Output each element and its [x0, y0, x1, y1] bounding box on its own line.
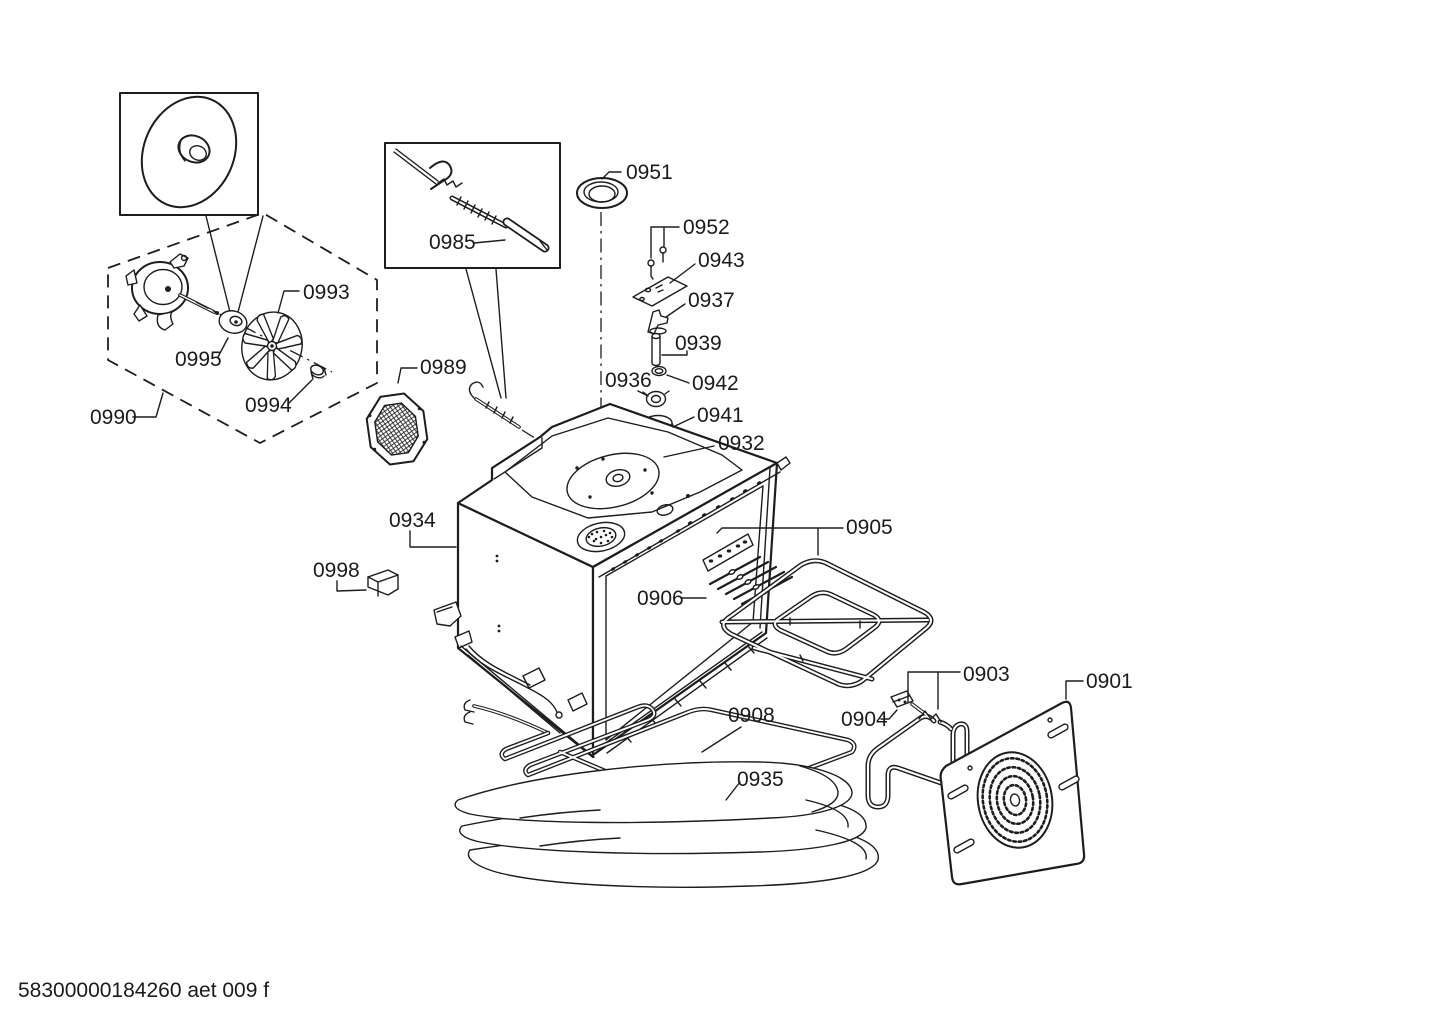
sensor-detail-inset [384, 142, 561, 399]
vent-slot [1058, 775, 1080, 791]
document-code: 58300000184260 aet 009 f [18, 979, 269, 1002]
part-label-0995: 0995 [175, 348, 222, 371]
part-label-0951: 0951 [626, 161, 673, 184]
part-label-0904: 0904 [841, 708, 888, 731]
fan-grille [976, 751, 1054, 849]
screws [647, 246, 667, 280]
part-label-0939: 0939 [675, 332, 722, 355]
part-label-0989: 0989 [420, 356, 467, 379]
clip-bracket [367, 569, 399, 597]
fan-motor [125, 253, 219, 331]
part-label-0908: 0908 [728, 704, 775, 727]
part-label-0936: 0936 [605, 369, 652, 392]
terminal-connector [890, 690, 914, 708]
fan-motor-group [107, 92, 378, 445]
part-label-0905: 0905 [846, 516, 893, 539]
part-label-0985: 0985 [429, 231, 476, 254]
group-boundary-0990 [107, 212, 378, 445]
ring-heating-element [868, 702, 986, 807]
vent-slot [953, 838, 975, 854]
part-label-0943: 0943 [698, 249, 745, 272]
steam-vent [576, 521, 626, 553]
mounting-plate [632, 276, 688, 307]
rear-panel [939, 700, 1086, 886]
part-label-0903: 0903 [963, 663, 1010, 686]
cavity-opening [591, 461, 779, 757]
leader-lines [132, 171, 1084, 801]
seal-ring [651, 365, 667, 377]
cap-mount-hole [656, 504, 674, 516]
clamp-piece [642, 390, 670, 408]
part-label-0998: 0998 [313, 559, 360, 582]
element-terminal-bracket [702, 533, 754, 572]
fastener-nut [310, 364, 327, 380]
insulation-mat [454, 761, 879, 888]
part-label-0952: 0952 [683, 216, 730, 239]
vent-slot [1047, 723, 1069, 739]
sensor-bracket [647, 309, 669, 335]
oven-cavity-body [433, 402, 794, 759]
part-label-0942: 0942 [692, 372, 739, 395]
opening-top-rail [598, 456, 791, 578]
part-label-0935: 0935 [737, 768, 784, 791]
part-label-0901: 0901 [1086, 670, 1133, 693]
fan-mount-plate [566, 452, 660, 510]
part-label-0994: 0994 [245, 394, 292, 417]
fan-cover [365, 392, 429, 466]
disc-detail-inset [119, 92, 264, 317]
spacer-tube [651, 332, 661, 367]
part-label-0906: 0906 [637, 587, 684, 610]
vent-slot [947, 784, 969, 800]
fan-wheel [240, 311, 303, 382]
grommet-ring [576, 177, 628, 209]
top-stamped-recess [504, 417, 743, 519]
part-label-0941: 0941 [697, 404, 744, 427]
part-label-0932: 0932 [718, 432, 765, 455]
seal-ring-inner [654, 368, 664, 375]
lower-heating-element [463, 699, 854, 809]
part-label-0990: 0990 [90, 406, 137, 429]
motor-axis-line [195, 301, 333, 373]
part-labels: 0951 0952 0943 0937 0939 0936 0942 0941 … [90, 161, 1133, 791]
part-label-0993: 0993 [303, 281, 350, 304]
part-label-0937: 0937 [688, 289, 735, 312]
grill-element [722, 561, 931, 686]
part-label-0934: 0934 [389, 509, 436, 532]
washer [218, 310, 248, 334]
